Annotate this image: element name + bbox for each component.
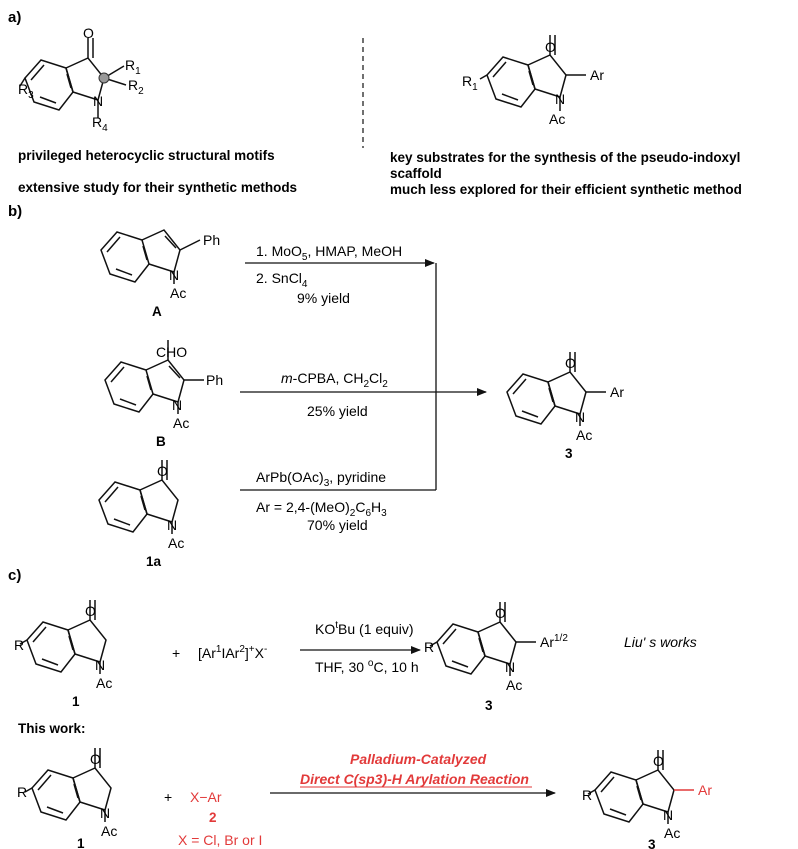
section-c-reactant-n: N: [95, 657, 105, 673]
this-work-catalysis-line2: Direct C(sp3)-H Arylation Reaction: [300, 771, 529, 787]
compound-a-label: A: [152, 304, 162, 319]
product-3-b-ac: Ac: [576, 427, 592, 443]
this-work-reactant-n: N: [100, 805, 110, 821]
left-n-label: N: [93, 93, 103, 109]
left-structure-substituted-indolinone: [19, 37, 127, 118]
compound-b-structure: [104, 340, 204, 414]
right-r1-group: R1: [462, 73, 478, 93]
section-c-product-n: N: [505, 659, 515, 675]
compound-a-n: N: [169, 267, 179, 283]
section-c-product-ac: Ac: [506, 677, 522, 693]
compound-a-ph: Ph: [203, 232, 220, 248]
compound-1a-label: 1a: [146, 554, 162, 569]
this-work-product-ac: Ac: [664, 825, 680, 841]
compound-b-n: N: [172, 397, 182, 413]
compound-b-ph: Ph: [206, 372, 223, 388]
right-ac-label: Ac: [549, 111, 565, 127]
left-r1-group: R1: [125, 57, 141, 77]
left-r4-group: R4: [92, 114, 108, 134]
compound-1a-n: N: [167, 517, 177, 533]
right-caption-scaffold: scaffold: [390, 166, 442, 181]
compound-a-ac: Ac: [170, 285, 186, 301]
aryl-halide-formula: X−Ar: [190, 789, 222, 805]
left-caption-extensive: extensive study for their synthetic meth…: [18, 180, 297, 195]
route-a-yield: 9% yield: [297, 290, 350, 306]
product-3-b-n: N: [575, 409, 585, 425]
this-work-product-r: R: [582, 787, 592, 803]
left-r2-group: R2: [128, 77, 144, 97]
iodonium-salt: [Ar1IAr2]+X-: [198, 644, 267, 661]
route-b-yield: 25% yield: [307, 403, 368, 419]
this-work-plus: +: [164, 789, 172, 805]
aryl-halide-x-definition: X = Cl, Br or I: [178, 832, 262, 848]
right-n-label: N: [555, 91, 565, 107]
right-caption-less-explored: much less explored for their efficient s…: [390, 182, 742, 197]
compound-b-ac: Ac: [173, 415, 189, 431]
left-caption-privileged: privileged heterocyclic structural motif…: [18, 148, 275, 163]
section-c-reactant-label: 1: [72, 694, 80, 709]
this-work-product-o: O: [653, 753, 664, 769]
compound-1a-ac: Ac: [168, 535, 184, 551]
section-c-base: KOtBu (1 equiv): [315, 620, 414, 637]
section-b-label: b): [8, 203, 22, 220]
section-c-product-o: O: [495, 605, 506, 621]
product-3-structure-b: [506, 351, 606, 426]
section-c-reactant-r: R: [14, 637, 24, 653]
this-work-heading: This work:: [18, 721, 86, 736]
left-o-label: O: [83, 25, 94, 41]
compound-1a-o: O: [157, 463, 168, 479]
this-work-reactant-o: O: [90, 751, 101, 767]
route-b-reagent: m-CPBA, CH2Cl2: [281, 370, 388, 390]
left-r3-group: R3: [18, 81, 34, 101]
right-ar-label: Ar: [590, 67, 604, 83]
section-c-label: c): [8, 567, 21, 584]
section-c-reactant-ac: Ac: [96, 675, 112, 691]
this-work-reactant-ac: Ac: [101, 823, 117, 839]
this-work-catalysis-line1: Palladium-Catalyzed: [350, 751, 487, 767]
liu-works-note: Liu' s works: [624, 634, 697, 650]
route-c-yield: 70% yield: [307, 517, 368, 533]
route-c-ar-definition: Ar = 2,4-(MeO)2C6H3: [256, 499, 387, 519]
right-o-label: O: [545, 39, 556, 55]
route-c-reagent: ArPb(OAc)3, pyridine: [256, 469, 386, 489]
this-work-reactant-structure: [24, 747, 112, 822]
section-c-reactant-structure: [19, 599, 107, 674]
section-c-product-ar: Ar1/2: [540, 633, 568, 650]
section-c-product-structure: [429, 601, 536, 676]
route-a-step1: 1. MoO5, HMAP, MeOH: [256, 243, 402, 263]
section-c-product-r: R: [424, 639, 434, 655]
section-c-product-label: 3: [485, 698, 493, 713]
section-c-reactant-o: O: [85, 603, 96, 619]
product-3-b-label: 3: [565, 446, 573, 461]
compound-a-structure: [100, 229, 201, 284]
aryl-halide-label: 2: [209, 810, 217, 825]
this-work-product-n: N: [663, 807, 673, 823]
compound-b-label: B: [156, 434, 166, 449]
right-caption-key-substrates: key substrates for the synthesis of the …: [390, 150, 740, 165]
this-work-product-structure: [587, 749, 694, 824]
this-work-product-label: 3: [648, 837, 656, 849]
right-structure-2-aryl-indolinone: [479, 34, 586, 111]
this-work-reactant-label: 1: [77, 836, 85, 849]
section-c-plus: +: [172, 645, 180, 661]
compound-b-cho: CHO: [156, 344, 187, 360]
this-work-reactant-r: R: [17, 784, 27, 800]
section-c-solvent-temp: THF, 30 oC, 10 h: [315, 658, 419, 675]
this-work-product-ar: Ar: [698, 782, 712, 798]
product-3-b-ar: Ar: [610, 384, 624, 400]
section-a-label: a): [8, 9, 21, 26]
route-a-step2: 2. SnCl4: [256, 270, 308, 290]
product-3-b-o: O: [565, 355, 576, 371]
compound-1a-structure: [98, 459, 179, 534]
